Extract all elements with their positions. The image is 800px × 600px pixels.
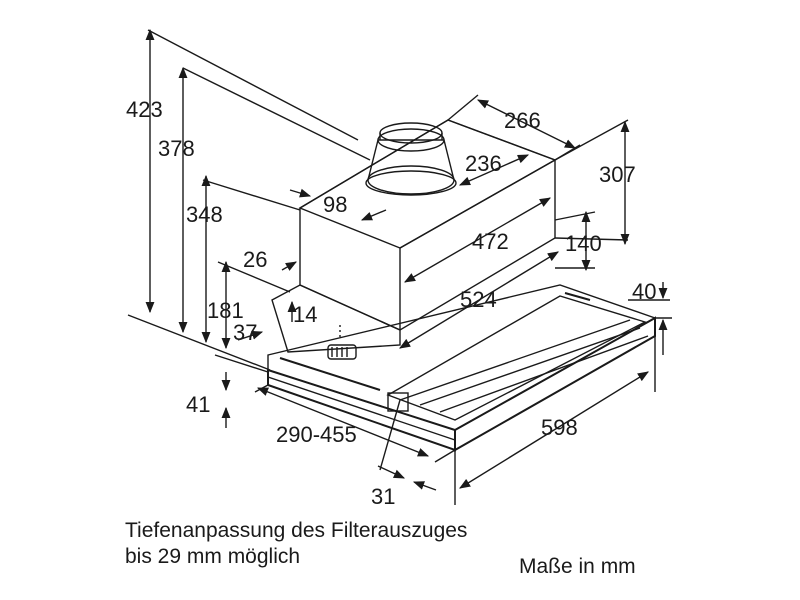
dimension-labels: 423 378 348 26 181 37 14 41 98 266 236 3… [126, 97, 656, 509]
dim-140: 140 [565, 231, 602, 256]
exhaust-duct [365, 122, 457, 196]
dim-472: 472 [472, 229, 509, 254]
dim-31: 31 [371, 484, 395, 509]
note-adjustment-range: bis 29 mm möglich [125, 545, 301, 568]
control-panel [327, 325, 357, 360]
units-note: Maße in mm [519, 555, 636, 578]
dim-26: 26 [243, 247, 267, 272]
dim-266: 266 [504, 108, 541, 133]
upper-housing [298, 119, 557, 331]
dim-423: 423 [126, 97, 163, 122]
dim-236: 236 [465, 151, 502, 176]
dim-524: 524 [460, 287, 497, 312]
hood-body [267, 119, 657, 452]
dim-348: 348 [186, 202, 223, 227]
dim-378: 378 [158, 136, 195, 161]
dim-598: 598 [541, 415, 578, 440]
note-depth-adjustment: Tiefenanpassung des Filterauszuges [125, 519, 468, 542]
dim-37: 37 [233, 320, 257, 345]
dim-307: 307 [599, 162, 636, 187]
dim-98: 98 [323, 192, 347, 217]
dim-40: 40 [632, 279, 656, 304]
dim-181: 181 [207, 298, 244, 323]
dim-14: 14 [293, 302, 317, 327]
dim-41: 41 [186, 392, 210, 417]
dimension-lines [145, 28, 668, 491]
dim-290-455: 290-455 [276, 422, 357, 447]
